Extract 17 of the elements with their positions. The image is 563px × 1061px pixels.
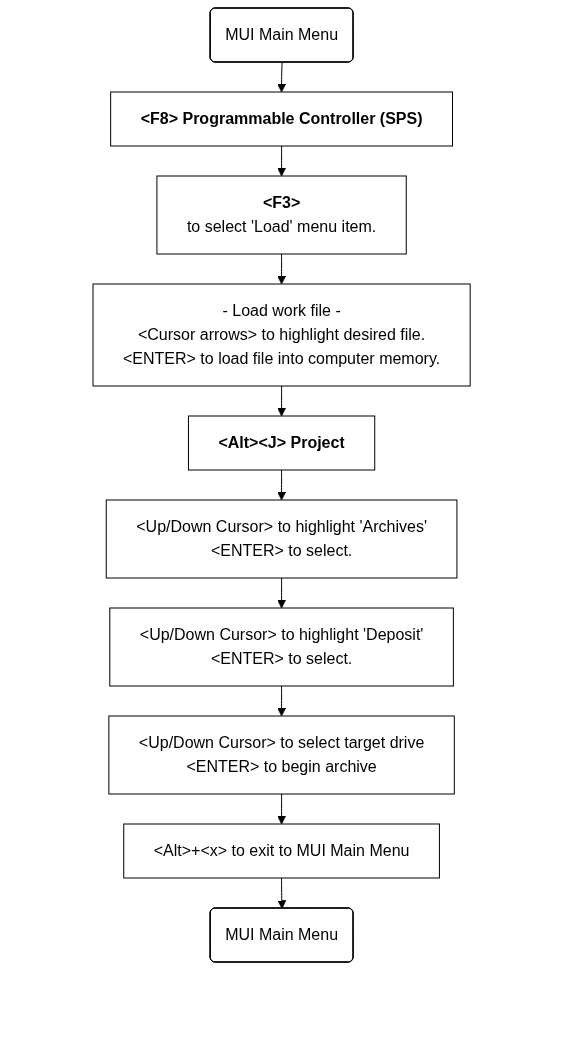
node-box: <Up/Down Cursor> to highlight 'Archives' <ENTER> to select.: [105, 499, 458, 579]
arrow: [277, 793, 286, 825]
arrow: [277, 145, 286, 177]
arrow: [277, 385, 286, 417]
node-box: <Up/Down Cursor> to highlight 'Deposit' <ENTER> to select.: [109, 607, 454, 687]
arrow: [277, 253, 286, 285]
node-box: <F8> Programmable Controller (SPS): [110, 91, 453, 147]
node-box: <Alt>+<x> to exit to MUI Main Menu: [123, 823, 440, 879]
node-box: - Load work file - <Cursor arrows> to highlight desired file. <ENTER> to load file into computer memory.: [92, 283, 471, 387]
arrow: [277, 877, 287, 909]
node-box: <F3> to select 'Load' menu item.: [156, 175, 407, 255]
arrow: [277, 577, 286, 609]
node-box: <Alt><J> Project: [187, 415, 376, 471]
node-box: <Up/Down Cursor> to select target drive <ENTER> to begin archive: [108, 715, 455, 795]
arrow: [277, 685, 286, 717]
arrow: [277, 469, 286, 501]
arrow: [277, 62, 286, 93]
